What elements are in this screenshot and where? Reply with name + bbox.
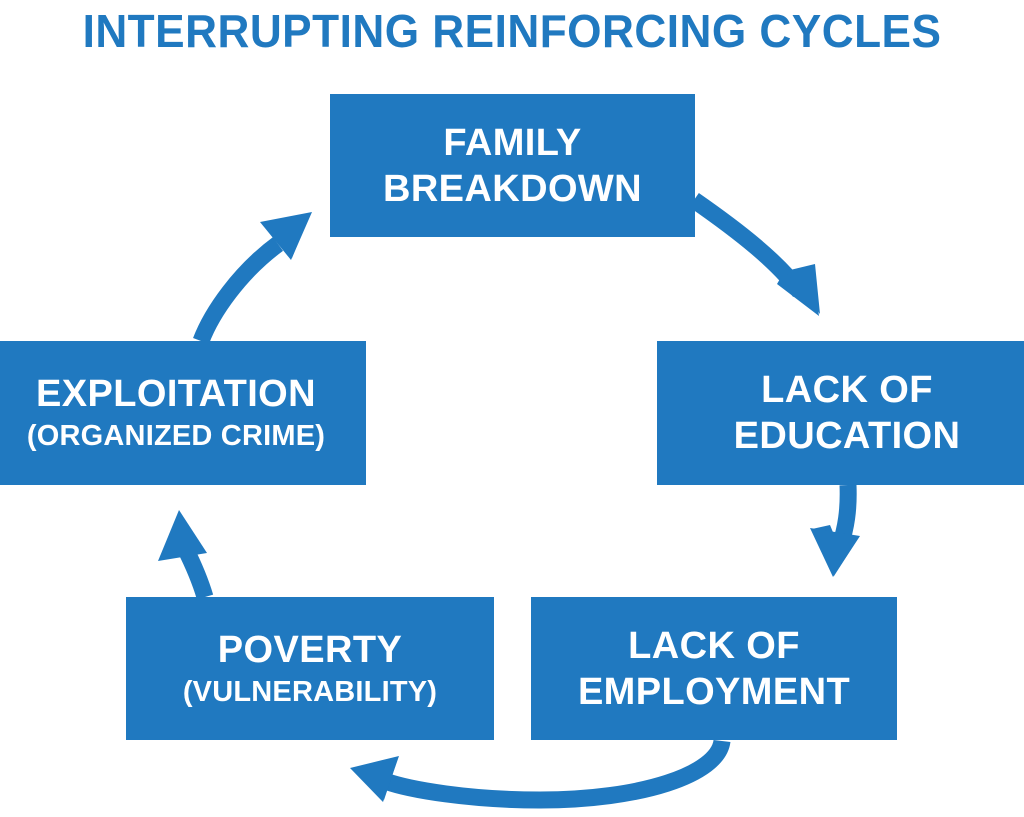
node-lack-education-line2: EDUCATION <box>733 415 961 457</box>
arrow-education-to-employment <box>810 484 860 577</box>
node-exploitation-line2: (ORGANIZED CRIME) <box>26 420 326 452</box>
arrow-family-to-education <box>689 193 820 316</box>
arrow-poverty-to-exploitation <box>158 510 214 600</box>
node-poverty-line1: POVERTY <box>217 628 403 671</box>
node-poverty[interactable]: POVERTY (VULNERABILITY) <box>126 597 494 740</box>
node-lack-education[interactable]: LACK OF EDUCATION <box>657 341 1024 485</box>
node-lack-employment-line2: EMPLOYMENT <box>577 670 851 713</box>
node-family-breakdown[interactable]: FAMILY BREAKDOWN <box>330 94 695 237</box>
node-exploitation-line1: EXPLOITATION <box>36 373 316 415</box>
node-exploitation[interactable]: EXPLOITATION (ORGANIZED CRIME) <box>0 341 366 485</box>
node-lack-employment[interactable]: LACK OF EMPLOYMENT <box>531 597 897 740</box>
node-poverty-line2: (VULNERABILITY) <box>182 675 438 708</box>
node-family-breakdown-line2: BREAKDOWN <box>382 167 643 210</box>
arrow-employment-to-poverty <box>350 738 731 809</box>
arrow-exploitation-to-family <box>193 212 312 345</box>
node-lack-employment-line1: LACK OF <box>628 624 800 667</box>
page-title: INTERRUPTING REINFORCING CYCLES <box>82 5 942 57</box>
node-family-breakdown-line1: FAMILY <box>443 121 582 164</box>
node-lack-education-line1: LACK OF <box>761 369 933 411</box>
